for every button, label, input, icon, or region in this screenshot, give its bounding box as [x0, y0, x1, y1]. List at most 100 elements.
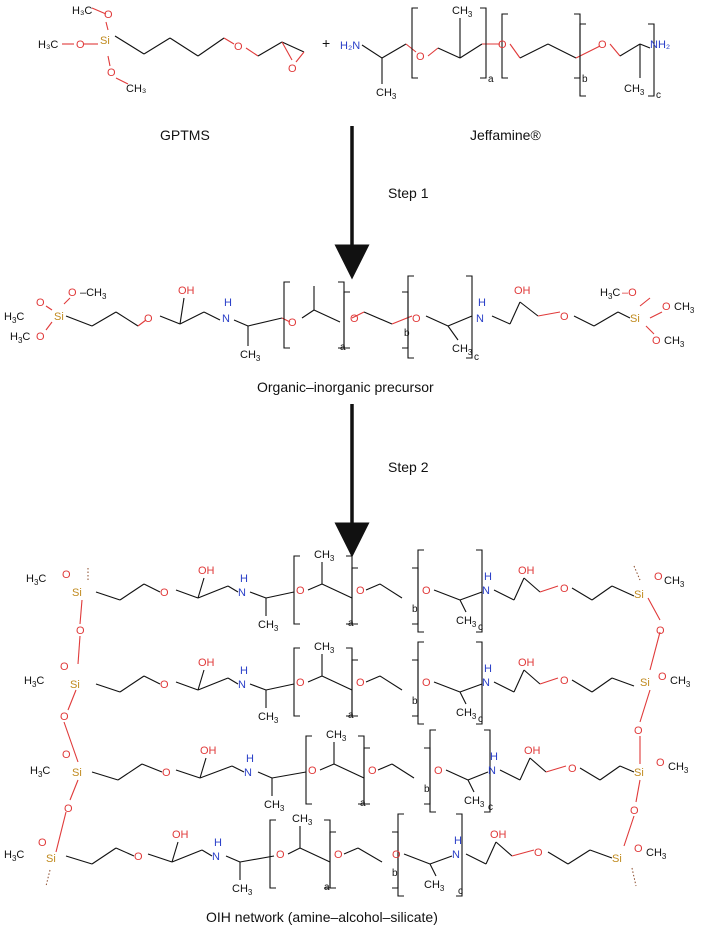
- o-atom: O: [160, 679, 169, 691]
- h-atom: H: [484, 571, 492, 583]
- o-atom: O: [36, 331, 45, 343]
- hydroxyl-group: OH: [198, 657, 215, 669]
- o-atom: O: [654, 571, 663, 583]
- n-atom: N: [238, 587, 246, 599]
- step2-label: Step 2: [388, 459, 429, 475]
- h-atom: H: [214, 837, 222, 849]
- methyl-group: CH3: [452, 5, 473, 19]
- subscript-b: b: [404, 328, 410, 339]
- h-atom: H: [240, 573, 248, 585]
- o-atom: O: [434, 765, 443, 777]
- methyl-group: H3C: [10, 331, 30, 345]
- methyl-group: CH3: [292, 813, 313, 827]
- methyl-group: CH3: [452, 343, 473, 357]
- si-atom: Si: [634, 767, 644, 779]
- network-label: OIH network (amine–alcohol–silicate): [206, 909, 438, 925]
- n-atom: N: [476, 313, 484, 325]
- o-atom: O: [104, 9, 113, 21]
- si-atom: Si: [612, 853, 622, 865]
- si-atom: Si: [634, 589, 644, 601]
- hydroxyl-group: OH: [198, 565, 215, 577]
- methyl-group: –CH3: [80, 287, 107, 301]
- hydroxyl-group: OH: [524, 745, 541, 757]
- subscript-a: a: [324, 882, 330, 893]
- subscript-c: c: [488, 802, 493, 813]
- methyl-group: H3C: [4, 849, 24, 863]
- step1-label: Step 1: [388, 185, 429, 201]
- n-atom: N: [488, 765, 496, 777]
- n-atom: N: [482, 677, 490, 689]
- o-atom: O: [60, 711, 69, 723]
- o-atom: O: [634, 843, 643, 855]
- o-atom: O: [350, 313, 359, 325]
- si-atom: Si: [54, 311, 64, 323]
- si-atom: Si: [630, 313, 640, 325]
- gptms-structure: [62, 7, 305, 85]
- o-atom: O: [36, 297, 45, 309]
- o-atom: O: [656, 757, 665, 769]
- subscript-c: c: [656, 90, 661, 101]
- o-atom: O: [422, 585, 431, 597]
- si-atom: Si: [72, 587, 82, 599]
- methyl-group: CH3: [668, 761, 689, 775]
- h-atom: H: [484, 663, 492, 675]
- o-atom: O: [334, 849, 343, 861]
- n-atom: N: [222, 313, 230, 325]
- subscript-b: b: [412, 604, 418, 615]
- methyl-group: CH3: [624, 83, 645, 97]
- si-atom: Si: [100, 35, 110, 47]
- subscript-b: b: [412, 696, 418, 707]
- subscript-c: c: [478, 622, 483, 633]
- h-atom: H: [454, 835, 462, 847]
- methyl-group: H3C: [24, 675, 44, 689]
- o-atom: O: [107, 67, 116, 79]
- o-atom: O: [630, 805, 639, 817]
- o-atom: O: [134, 851, 143, 863]
- methyl-group: H₃C: [38, 39, 58, 51]
- methyl-group: CH3: [670, 675, 691, 689]
- o-atom: O: [416, 51, 425, 63]
- o-atom: O: [568, 763, 577, 775]
- o-atom: O: [162, 767, 171, 779]
- methyl-group: CH3: [232, 883, 253, 897]
- o-atom: O: [422, 677, 431, 689]
- methyl-group: CH3: [646, 847, 667, 861]
- hydroxyl-group: OH: [518, 657, 535, 669]
- o-atom: O: [560, 675, 569, 687]
- si-atom: Si: [46, 853, 56, 865]
- o-atom: O: [62, 569, 71, 581]
- h-atom: H: [246, 753, 254, 765]
- amine-group: H₂N: [340, 40, 360, 52]
- methyl-group: H₃C: [72, 5, 92, 17]
- methyl-group: H3C: [4, 311, 24, 325]
- n-atom: N: [452, 849, 460, 861]
- methyl-group: CH3: [376, 87, 397, 101]
- epoxide-o-atom: O: [288, 63, 297, 75]
- subscript-c: c: [474, 352, 479, 363]
- methyl-group: CH₃: [126, 83, 146, 95]
- methyl-group: H3C: [30, 765, 50, 779]
- methyl-group: CH3: [456, 707, 477, 721]
- o-atom: O: [392, 849, 401, 861]
- n-atom: N: [238, 679, 246, 691]
- h-atom: H: [490, 751, 498, 763]
- o-atom: O: [76, 625, 85, 637]
- jeffamine-label: Jeffamine®: [470, 127, 541, 143]
- methyl-group: CH3: [258, 711, 279, 725]
- o-atom: O: [560, 311, 569, 323]
- o-atom: O: [634, 725, 643, 737]
- n-atom: N: [482, 585, 490, 597]
- methyl-group: CH3: [314, 641, 335, 655]
- subscript-c: c: [458, 886, 463, 897]
- o-atom: O: [144, 313, 153, 325]
- si-atom: Si: [72, 767, 82, 779]
- o-atom: O: [412, 313, 421, 325]
- jeffamine-structure: [361, 7, 655, 97]
- o-atom: O: [368, 765, 377, 777]
- plus-sign: +: [322, 35, 330, 51]
- methyl-group: CH3: [424, 879, 445, 893]
- subscript-a: a: [360, 798, 366, 809]
- methyl-group: H3C: [26, 573, 46, 587]
- subscript-b: b: [392, 868, 398, 879]
